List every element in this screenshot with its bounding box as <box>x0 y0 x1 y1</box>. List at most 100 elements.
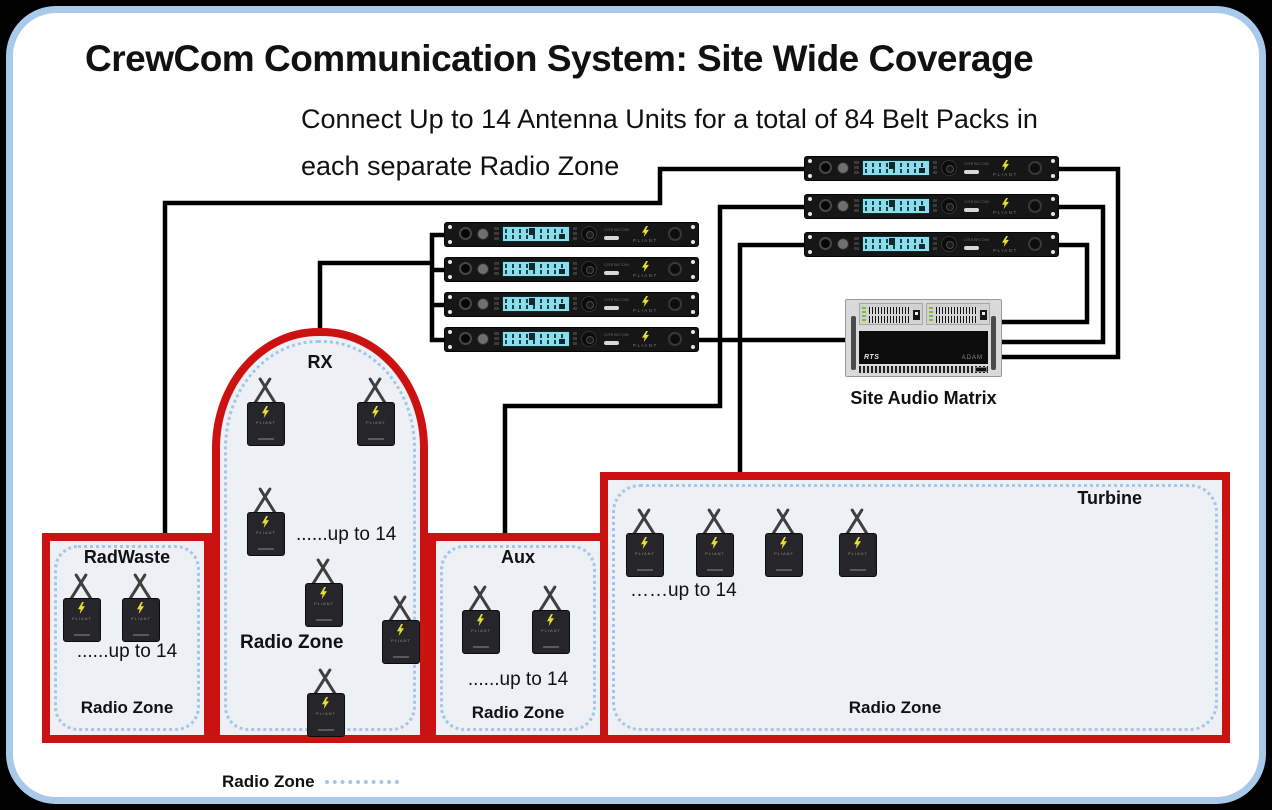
pliant-bolt-icon <box>642 261 649 272</box>
channel-indicators <box>505 340 567 344</box>
rack-screw-icon <box>1051 250 1055 254</box>
rack-screw-icon <box>448 330 452 334</box>
button-column-icon <box>573 262 577 277</box>
rack-screw-icon <box>448 240 452 244</box>
pliant-bolt-icon <box>320 587 327 599</box>
unit-detail-line <box>776 569 792 571</box>
channel-indicators <box>505 299 567 303</box>
zone-rx-title: RX <box>307 352 333 372</box>
screen-glyph <box>889 162 895 169</box>
rack-screw-icon <box>808 235 812 239</box>
rack-handle-icon <box>851 316 856 370</box>
zone-aux-type-label: Radio Zone <box>471 703 565 722</box>
adam-model-label: ADAM <box>961 355 983 361</box>
zone-turbine-dotted-border <box>612 484 1218 731</box>
xlr-connector-icon <box>459 262 472 275</box>
antenna-unit-body: PLIANT <box>765 533 803 577</box>
usb-port-icon <box>604 341 619 345</box>
antenna-unit: PLIANT <box>757 501 809 577</box>
zone-turbine-type-label: Radio Zone <box>848 698 942 717</box>
pliant-label: PLIANT <box>993 248 1018 253</box>
pliant-label: PLIANT <box>365 420 386 425</box>
zone-rx-capacity: ......up to 14 <box>296 524 397 545</box>
volume-knob-icon <box>837 162 849 174</box>
zone-radwaste-dotted-border <box>54 545 200 731</box>
antenna-unit-body: PLIANT <box>462 610 500 654</box>
antenna-unit-body: PLIANT <box>696 533 734 577</box>
unit-detail-line <box>637 569 653 571</box>
button-column-icon <box>494 227 499 242</box>
usb-port-icon <box>964 170 979 174</box>
pliant-label: PLIANT <box>255 420 276 425</box>
subtitle-line2: each separate Radio Zone <box>301 151 620 181</box>
xlr-connector-icon <box>459 332 472 345</box>
xlr-connector-icon <box>819 237 832 250</box>
rack-screw-icon <box>691 260 695 264</box>
button-column-icon <box>933 161 937 176</box>
button-column-icon <box>573 332 577 347</box>
control-unit: CREWCOM PLIANT <box>805 157 1058 180</box>
xlr-connector-icon <box>819 161 832 174</box>
unit-detail-line <box>393 656 409 658</box>
pliant-label: PLIANT <box>633 238 658 243</box>
zone-aux: Aux ......up to 14 Radio Zone <box>428 533 608 743</box>
button-column-icon <box>854 199 859 214</box>
connector-bank-icon <box>869 316 910 323</box>
antenna-unit-body: PLIANT <box>63 598 101 642</box>
pliant-label: PLIANT <box>704 551 725 556</box>
button-column-icon <box>854 161 859 176</box>
channel-indicators <box>865 169 927 173</box>
rack-screw-icon <box>691 310 695 314</box>
rack-screw-icon <box>691 275 695 279</box>
pliant-bolt-icon <box>547 614 554 626</box>
legend-radio-zone-label: Radio Zone <box>222 772 315 791</box>
site-audio-matrix-label: Site Audio Matrix <box>850 388 997 408</box>
antenna-unit: PLIANT <box>55 566 107 642</box>
unit-detail-line <box>473 646 489 648</box>
usb-port-icon <box>964 246 979 250</box>
module-button-icon <box>913 310 920 320</box>
antenna-unit-body: PLIANT <box>247 402 285 446</box>
vent-box-icon <box>975 367 987 372</box>
channel-indicators <box>865 245 927 249</box>
legend-dotted-line-icon <box>325 780 399 784</box>
volume-knob-icon <box>477 298 489 310</box>
screen-glyph <box>889 200 895 207</box>
crewcom-label: CREWCOM <box>604 262 630 267</box>
button-column-icon <box>573 297 577 312</box>
led-column-icon <box>862 307 866 322</box>
pliant-bolt-icon <box>477 614 484 626</box>
unit-detail-line <box>318 729 334 731</box>
antenna-unit: PLIANT <box>374 588 426 664</box>
unit-detail-line <box>368 438 384 440</box>
pliant-bolt-icon <box>642 296 649 307</box>
screen-glyph <box>529 263 535 270</box>
antenna-unit-body: PLIANT <box>305 583 343 627</box>
unit-detail-line <box>258 548 274 550</box>
pliant-bolt-icon <box>780 537 787 549</box>
rack-screw-icon <box>1051 159 1055 163</box>
crewcom-label: CREWCOM <box>964 237 990 242</box>
channel-indicators <box>505 264 567 268</box>
pliant-label: PLIANT <box>390 638 411 643</box>
rts-logo: RTS <box>864 354 880 361</box>
antenna-unit-body: PLIANT <box>839 533 877 577</box>
lcd-screen <box>862 160 930 176</box>
control-unit: CREWCOM PLIANT <box>445 223 698 246</box>
lcd-screen <box>862 236 930 252</box>
antenna-unit-body: PLIANT <box>532 610 570 654</box>
channel-indicators <box>505 229 567 233</box>
rack-screw-icon <box>448 345 452 349</box>
pliant-label: PLIANT <box>633 343 658 348</box>
antenna-unit: PLIANT <box>454 578 506 654</box>
xlr-connector-icon <box>459 297 472 310</box>
antenna-unit: PLIANT <box>114 566 166 642</box>
screen-glyph <box>529 298 535 305</box>
screen-glyph <box>919 206 925 211</box>
screen-glyph <box>919 244 925 249</box>
connector-bank-icon <box>869 307 910 314</box>
pliant-bolt-icon <box>1002 160 1009 171</box>
channel-indicators <box>865 207 927 211</box>
rack-screw-icon <box>1051 235 1055 239</box>
